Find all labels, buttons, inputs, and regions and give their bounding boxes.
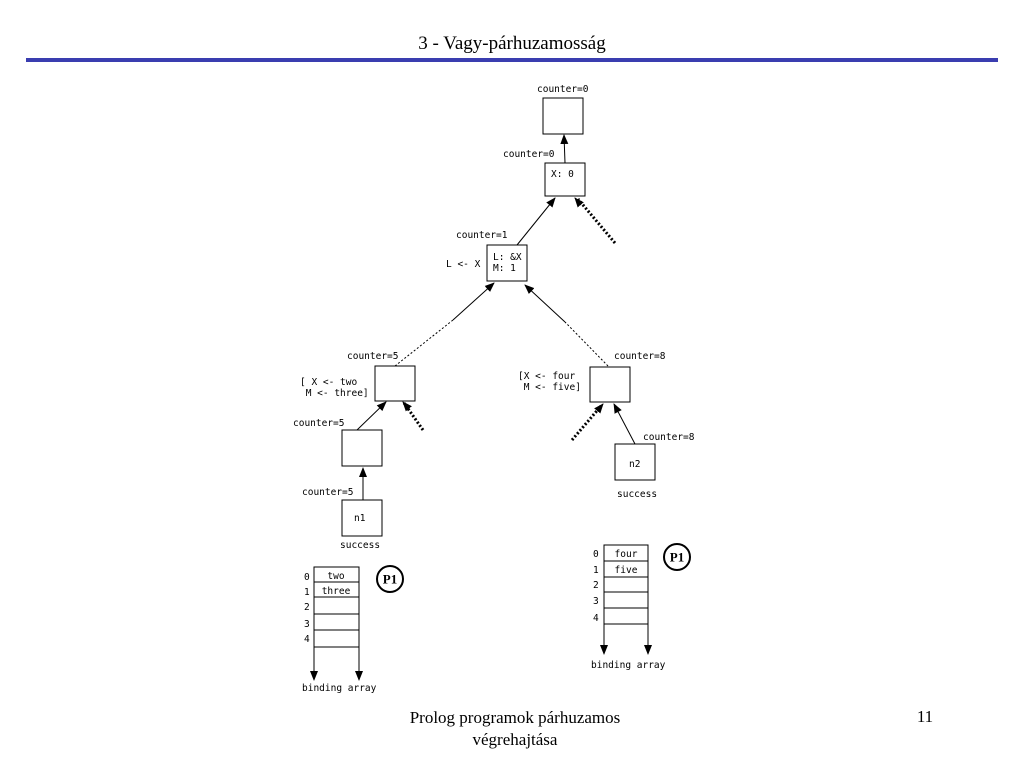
n2-label: n2 [629, 459, 640, 470]
right-array-index-3: 3 [593, 596, 599, 607]
n1-status: success [340, 540, 380, 551]
left-p1-label: P1 [383, 572, 397, 587]
right-branch-node: counter=8 [X <- four M <- five] [518, 351, 666, 403]
n1-node: counter=5 n1 success [302, 487, 383, 551]
left-array-index-0: 0 [304, 572, 310, 583]
n2-node: counter=8 n2 success [614, 432, 695, 500]
left-p1-badge [376, 565, 404, 593]
left-node-binding-line1: [ X <- two [300, 377, 357, 388]
slide-title: 3 - Vagy-párhuzamosság [418, 33, 606, 54]
footer-title-line1: Prolog programok párhuzamos [409, 708, 621, 727]
root-node: counter=0 [537, 84, 589, 135]
lm-node-content-line2: M: 1 [493, 263, 516, 274]
left-array-cell-1: three [322, 586, 351, 597]
edge-mid-to-lm-left [452, 282, 495, 321]
x-node: counter=0 X: 0 [503, 149, 586, 197]
edge-n2-to-right [613, 403, 636, 445]
left-mid-node: counter=5 [293, 418, 383, 467]
left-mid-counter-label: counter=5 [293, 418, 344, 429]
lm-node: counter=1 L <- X L: &X M: 1 [446, 230, 528, 282]
right-node-binding-line1: [X <- four [518, 371, 575, 382]
right-array-cell-1: five [615, 565, 638, 576]
left-array-index-1: 1 [304, 587, 310, 598]
edge-right-dotted [564, 321, 609, 367]
right-node-binding-line2: M <- five] [518, 382, 581, 393]
left-binding-array: 0 1 2 3 4 two three binding array P1 [302, 565, 404, 694]
left-array-index-4: 4 [304, 634, 310, 645]
page-number: 11 [916, 707, 934, 726]
n2-counter-label: counter=8 [643, 432, 695, 443]
n1-label: n1 [354, 513, 366, 524]
title-divider [26, 58, 998, 62]
left-array-index-2: 2 [304, 602, 310, 613]
left-branch-node: counter=5 [ X <- two M <- three] [300, 351, 416, 402]
edge-x-to-root [560, 134, 569, 164]
lm-node-side-label: L <- X [446, 259, 481, 270]
edge-mid-to-lm-right [524, 284, 566, 323]
n2-status: success [617, 489, 657, 500]
right-array-caption: binding array [591, 660, 666, 671]
edge-pending-left-branch [402, 402, 425, 431]
right-p1-badge [663, 543, 691, 571]
edge-lm-to-x [516, 197, 556, 246]
arrowhead-pending-right-branch [594, 403, 604, 414]
left-node-binding-line2: M <- three] [300, 388, 369, 399]
arrowhead-pending-left-branch [402, 401, 412, 412]
edge-left-dotted [394, 319, 454, 367]
right-array-index-1: 1 [593, 565, 599, 576]
n1-counter-label: counter=5 [302, 487, 353, 498]
footer-title: Prolog programok párhuzamos végrehajtása [330, 707, 700, 751]
root-counter-label: counter=0 [537, 84, 589, 95]
right-p1-label: P1 [670, 550, 684, 565]
edge-leftmid-to-left [356, 401, 387, 431]
right-array-index-0: 0 [593, 549, 599, 560]
right-array-cell-0: four [615, 549, 638, 560]
right-array-index-4: 4 [593, 613, 599, 624]
edge-pending-right-branch [570, 405, 603, 441]
left-array-caption: binding array [302, 683, 377, 694]
lm-node-counter-label: counter=1 [456, 230, 508, 241]
x-node-content: X: 0 [551, 169, 574, 180]
right-binding-array: 0 1 2 3 4 four five binding array P1 [591, 543, 691, 671]
x-node-counter-label: counter=0 [503, 149, 555, 160]
footer-title-line2: végrehajtása [472, 730, 558, 749]
left-array-index-3: 3 [304, 619, 310, 630]
left-node-counter-label: counter=5 [347, 351, 398, 362]
right-array-index-2: 2 [593, 580, 599, 591]
right-node-counter-label: counter=8 [614, 351, 666, 362]
edge-pending-x-branch [576, 198, 617, 244]
lm-node-content-line1: L: &X [493, 252, 522, 263]
arrowhead-pending-x-branch [574, 197, 584, 208]
left-array-cell-0: two [327, 571, 344, 582]
